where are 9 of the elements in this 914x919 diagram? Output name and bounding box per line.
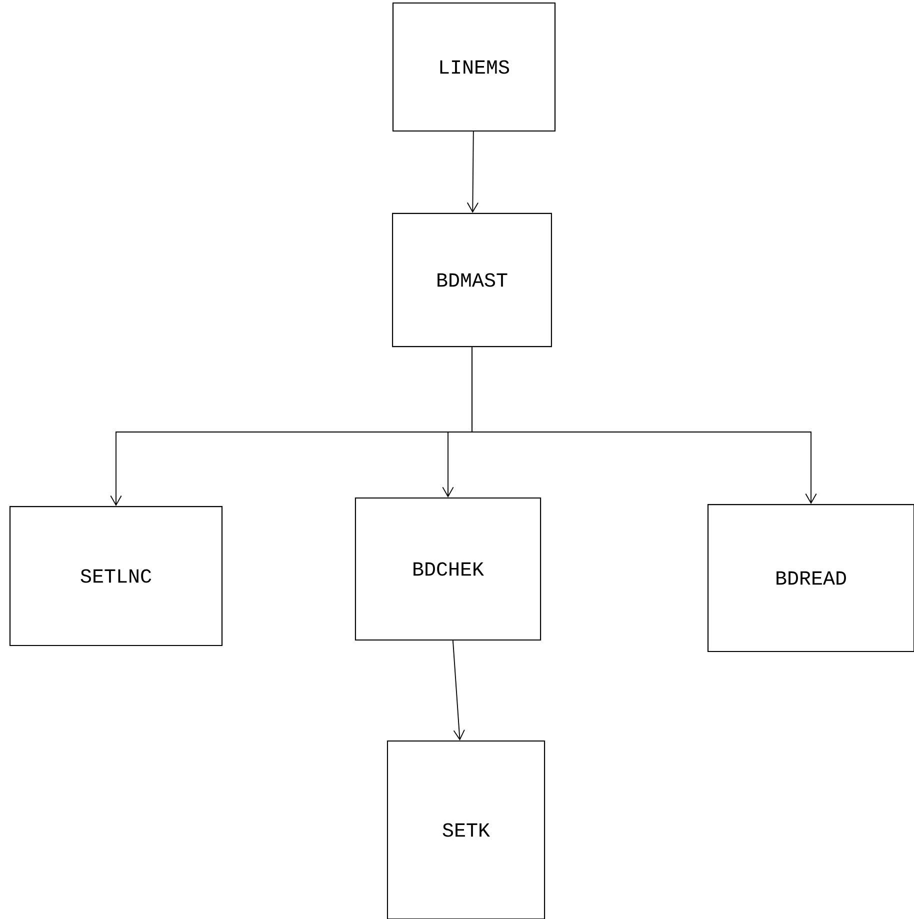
arrow bbox=[466, 131, 479, 213]
process-box: BDMAST bbox=[392, 212, 552, 348]
process-box: BDCHEK bbox=[354, 497, 542, 641]
arrow bbox=[452, 640, 465, 740]
arrow bbox=[472, 346, 817, 504]
process-box: SETK bbox=[386, 740, 546, 919]
process-box: SETLNC bbox=[9, 506, 223, 646]
process-box: LINEMS bbox=[392, 2, 556, 132]
process-box: BDREAD bbox=[707, 504, 914, 652]
